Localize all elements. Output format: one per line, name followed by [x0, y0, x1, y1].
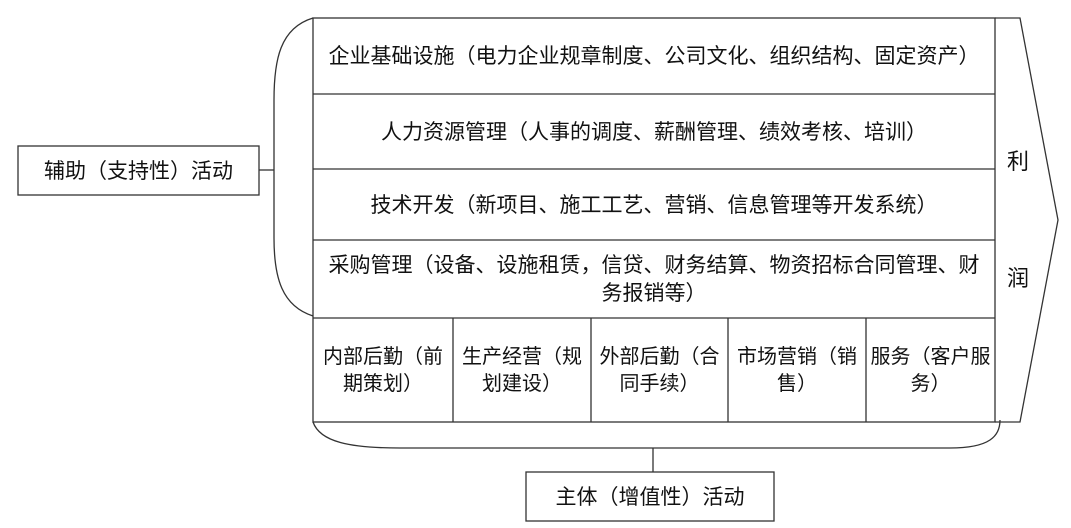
support-activities-label: 辅助（支持性）活动 — [44, 158, 233, 183]
activity-inbound-logistics: 内部后勤（前期策划） — [323, 344, 443, 395]
activity-service: 服务（客户服务） — [870, 344, 991, 395]
profit-char-2: 润 — [1006, 267, 1029, 292]
profit-char-1: 利 — [1006, 150, 1029, 175]
activity-procurement: 采购管理（设备、设施租赁，信贷、财务结算、物资招标合同管理、财务报销等） — [328, 253, 980, 305]
activity-hr-management: 人力资源管理（人事的调度、薪酬管理、绩效考核、培训） — [381, 119, 927, 144]
support-box — [312, 17, 996, 423]
activity-technology-development: 技术开发（新项目、施工工艺、营销、信息管理等开发系统） — [370, 192, 938, 217]
primary-activities-label: 主体（增值性）活动 — [555, 484, 745, 509]
profit-arrow — [995, 17, 1059, 423]
primary-bracket — [312, 419, 1001, 449]
activity-operations: 生产经营（规划建设） — [462, 344, 582, 395]
activity-firm-infrastructure: 企业基础设施（电力企业规章制度、公司文化、组织结构、固定资产） — [328, 44, 980, 68]
support-bracket — [273, 17, 314, 317]
activity-marketing-sales: 市场营销（销售） — [737, 344, 857, 395]
activity-outbound-logistics: 外部后勤（合同手续） — [599, 344, 720, 395]
primary-label-box — [525, 471, 775, 522]
